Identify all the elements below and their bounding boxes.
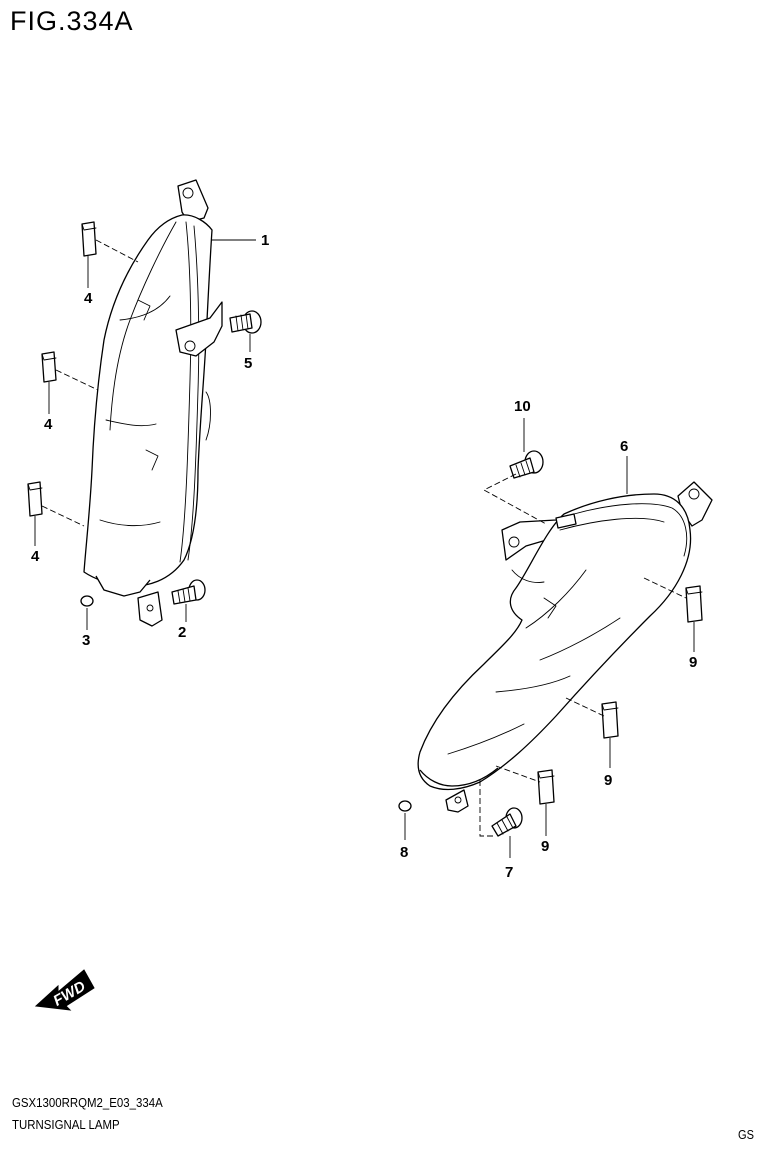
callout-8[interactable]: 8 bbox=[400, 844, 408, 861]
forward-arrow-icon bbox=[34, 969, 95, 1011]
callout-3[interactable]: 3 bbox=[82, 632, 90, 649]
callout-7[interactable]: 7 bbox=[505, 864, 513, 881]
figure-title: FIG.334A bbox=[10, 6, 134, 36]
cushion-4-drawing[interactable] bbox=[27, 221, 97, 517]
callout-9b[interactable]: 9 bbox=[604, 772, 612, 789]
screw-7-drawing[interactable] bbox=[491, 807, 523, 837]
turn-signal-lamp-rear-drawing[interactable] bbox=[417, 481, 713, 813]
callout-1[interactable]: 1 bbox=[261, 232, 269, 249]
callout-6[interactable]: 6 bbox=[620, 438, 628, 455]
callout-4c[interactable]: 4 bbox=[31, 548, 40, 565]
cap-8-drawing[interactable] bbox=[398, 800, 412, 812]
callout-2[interactable]: 2 bbox=[178, 624, 186, 641]
model-code: GSX1300RRQM2_E03_334A bbox=[12, 1095, 163, 1110]
screw-5-drawing[interactable] bbox=[229, 310, 262, 334]
right-leader-lines bbox=[404, 418, 695, 858]
callout-4b[interactable]: 4 bbox=[44, 416, 53, 433]
region-code: GS bbox=[738, 1127, 754, 1142]
fwd-badge: FWD bbox=[34, 969, 95, 1011]
left-leader-lines bbox=[34, 239, 256, 630]
screw-2-drawing[interactable] bbox=[171, 579, 206, 605]
callout-10[interactable]: 10 bbox=[514, 398, 531, 415]
screw-10-drawing[interactable] bbox=[509, 450, 544, 479]
section-name: TURNSIGNAL LAMP bbox=[12, 1117, 120, 1132]
cushion-9-drawing[interactable] bbox=[537, 585, 703, 805]
callout-9a[interactable]: 9 bbox=[689, 654, 697, 671]
cap-3-drawing[interactable] bbox=[80, 595, 94, 607]
callout-9c[interactable]: 9 bbox=[541, 838, 549, 855]
callout-4a[interactable]: 4 bbox=[84, 290, 93, 307]
callout-5[interactable]: 5 bbox=[244, 355, 252, 372]
turn-signal-lamp-front-drawing[interactable] bbox=[83, 179, 223, 627]
